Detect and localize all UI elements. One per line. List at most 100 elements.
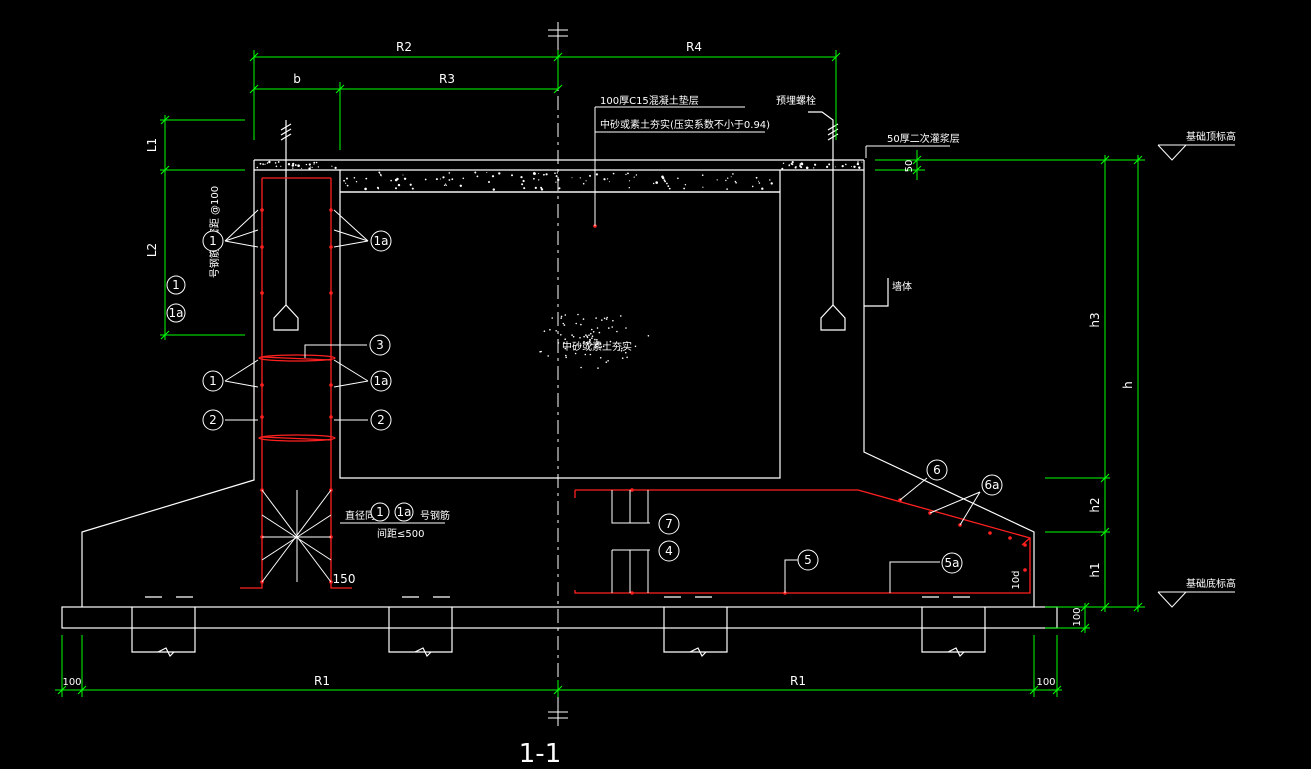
fill-dot bbox=[605, 318, 608, 320]
gravel-dot bbox=[571, 177, 573, 179]
gravel-dot bbox=[476, 175, 479, 178]
gravel-dot bbox=[782, 162, 785, 164]
gravel-dot bbox=[409, 183, 412, 186]
gravel-dot bbox=[791, 163, 794, 166]
cushion-slab bbox=[61, 606, 1058, 629]
gravel-dot bbox=[262, 163, 264, 166]
fill-dot bbox=[585, 334, 587, 336]
gravel-dot bbox=[813, 167, 815, 169]
fill-dot bbox=[586, 335, 588, 338]
fill-dot bbox=[571, 334, 573, 336]
fill-dot bbox=[599, 357, 602, 359]
tag-5a: 5a bbox=[945, 556, 960, 570]
gravel-dot bbox=[462, 177, 465, 180]
gravel-dot bbox=[439, 178, 441, 180]
gravel-dot bbox=[292, 162, 295, 165]
tag-1a-stirrup: 1a bbox=[397, 505, 412, 519]
fill-dot bbox=[560, 334, 562, 336]
dimension-lines bbox=[55, 50, 1145, 697]
tag-5: 5 bbox=[804, 553, 812, 567]
gravel-dot bbox=[488, 181, 490, 183]
fill-dot bbox=[564, 338, 566, 341]
gravel-dot bbox=[451, 178, 454, 181]
fill-dot bbox=[588, 334, 590, 337]
gravel-dot bbox=[331, 165, 333, 167]
fill-dot bbox=[564, 347, 567, 350]
tag-circles bbox=[166, 230, 1003, 574]
gravel-dot bbox=[655, 181, 658, 184]
gravel-dot bbox=[556, 172, 559, 174]
gravel-dot bbox=[595, 173, 599, 176]
fill-dot bbox=[591, 335, 594, 338]
tag-leaders bbox=[224, 209, 981, 593]
fill-dot bbox=[599, 342, 602, 345]
fill-dot bbox=[616, 330, 618, 333]
gravel-dot bbox=[424, 178, 427, 181]
gravel-dot bbox=[554, 172, 556, 174]
fill-dot bbox=[594, 338, 596, 341]
gravel-dot bbox=[758, 182, 761, 184]
gravel-dot bbox=[435, 178, 438, 181]
gravel-dot bbox=[346, 184, 349, 187]
gravel-dot bbox=[751, 185, 754, 188]
gravel-dot bbox=[653, 182, 655, 185]
gravel-dot bbox=[555, 181, 557, 183]
tie-bars bbox=[261, 489, 332, 583]
gravel-dot bbox=[538, 179, 540, 181]
tag-1-stirrup: 1 bbox=[376, 505, 384, 519]
note-cushion: 100厚C15混凝土垫层 bbox=[600, 94, 699, 107]
dim-150: 150 bbox=[333, 572, 356, 586]
gravel-dot bbox=[857, 161, 859, 163]
gravel-dot bbox=[277, 161, 280, 163]
gravel-dot bbox=[612, 172, 615, 175]
gravel-dot bbox=[310, 166, 311, 168]
tag-4: 4 bbox=[665, 544, 673, 558]
note-top-elevation: 基础顶标高 bbox=[1186, 130, 1236, 143]
dim-h3: h3 bbox=[1088, 312, 1102, 327]
gravel-dot bbox=[397, 183, 401, 187]
fill-dot bbox=[572, 335, 575, 338]
gravel-dot bbox=[390, 179, 392, 182]
fill-dot bbox=[579, 337, 581, 339]
gravel-dot bbox=[534, 186, 537, 189]
gravel-dot bbox=[633, 176, 635, 178]
gravel-dot bbox=[625, 173, 627, 176]
gravel-dot bbox=[582, 182, 585, 185]
annotation-notes: 100厚C15混凝土垫层 中砂或素土夯实(压实系数不小于0.94) 预埋螺栓 5… bbox=[208, 94, 1236, 769]
gravel-dot bbox=[666, 182, 668, 185]
tag-1a-top: 1a bbox=[374, 234, 389, 248]
fill-dot bbox=[562, 322, 565, 325]
note-stirrup-spacing: 间距≤500 bbox=[377, 527, 424, 540]
tag-3: 3 bbox=[376, 338, 384, 352]
gravel-dot bbox=[603, 178, 606, 181]
tag-labels: 1 1a 1 1a 2 2 3 7 4 5 5a 6 6a 1 1a 1 1a bbox=[169, 234, 1000, 570]
gravel-dot bbox=[522, 179, 525, 183]
fill-dot bbox=[598, 341, 600, 343]
gravel-dot bbox=[411, 187, 414, 190]
gravel-dot bbox=[716, 179, 718, 181]
fill-dot bbox=[563, 324, 566, 326]
gravel-dot bbox=[459, 184, 462, 187]
note-bottom-elevation: 基础底标高 bbox=[1186, 577, 1236, 590]
fill-dot bbox=[584, 353, 587, 356]
gravel-dot bbox=[353, 177, 356, 179]
fill-dot bbox=[557, 342, 560, 344]
gravel-dot bbox=[540, 188, 544, 191]
dim-100-right: 100 bbox=[1072, 607, 1083, 626]
dim-l1: L1 bbox=[145, 138, 159, 152]
gravel-dot bbox=[301, 167, 303, 169]
gravel-dot bbox=[355, 181, 358, 183]
tag-1a-mid: 1a bbox=[374, 374, 389, 388]
tag-1-legend: 1 bbox=[172, 278, 180, 292]
tag-6: 6 bbox=[933, 463, 941, 477]
gravel-dot bbox=[520, 176, 523, 179]
fill-dot bbox=[591, 337, 593, 340]
fill-dot bbox=[589, 353, 592, 356]
gravel-dot bbox=[274, 162, 277, 164]
gravel-dot bbox=[799, 165, 802, 167]
fill-dot bbox=[625, 327, 627, 329]
gravel-dot bbox=[826, 165, 829, 168]
fill-dot bbox=[574, 352, 577, 355]
fill-dot bbox=[563, 341, 565, 344]
fill-dot bbox=[594, 344, 597, 346]
